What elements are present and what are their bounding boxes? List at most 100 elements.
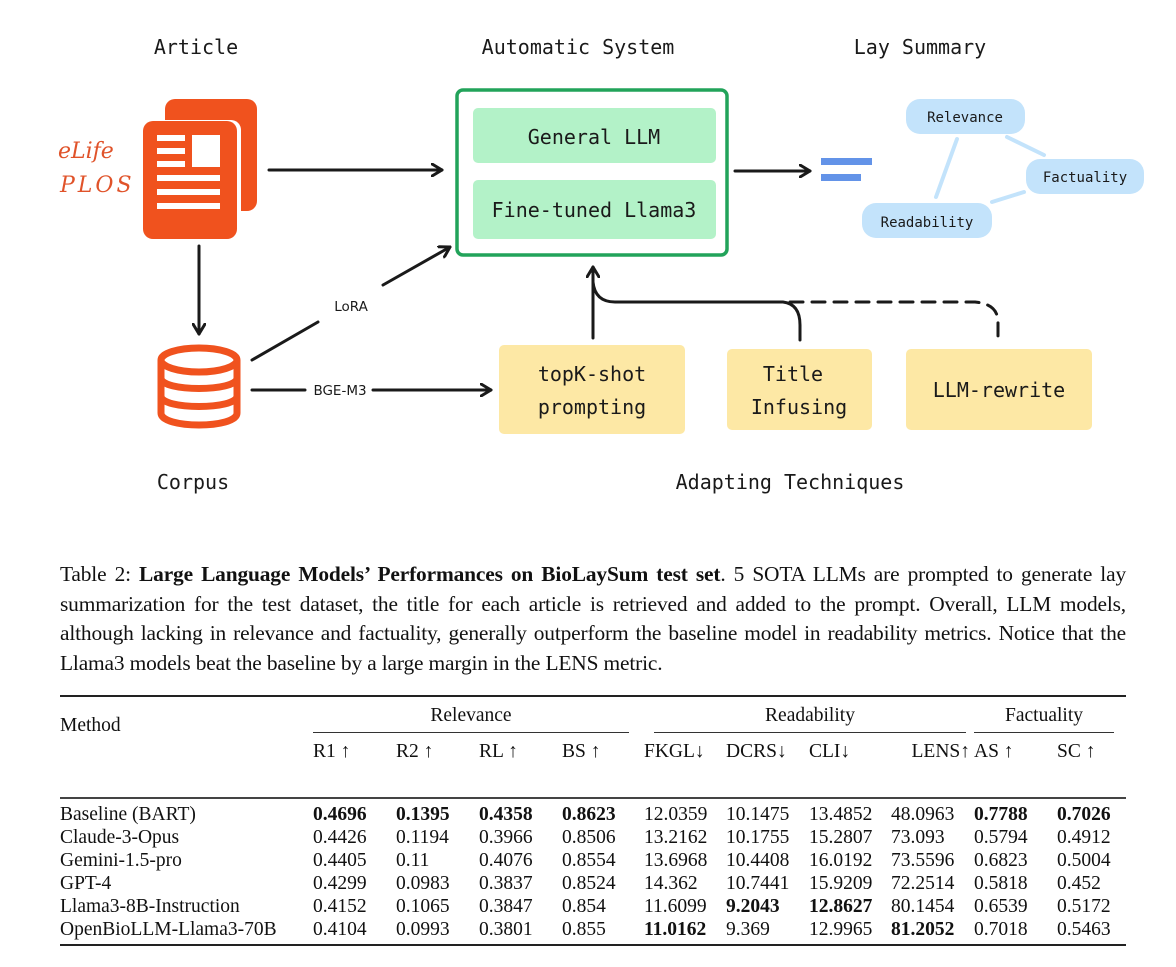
caption-label: Table 2:	[60, 562, 131, 586]
edge-label-lora: LoRA	[334, 299, 368, 315]
column-header: AS ↑	[974, 741, 1014, 762]
value-cell: 0.5172	[1057, 896, 1111, 917]
technique-topk-box	[499, 345, 685, 434]
value-cell: 0.5818	[974, 873, 1028, 894]
value-cell: 0.8554	[562, 850, 616, 871]
method-cell: OpenBioLLM-Llama3-70B	[60, 919, 277, 940]
value-cell: 0.3966	[479, 827, 533, 848]
value-cell: 0.4912	[1057, 827, 1111, 848]
value-cell: 11.0162	[644, 919, 707, 940]
value-cell: 13.6968	[644, 850, 708, 871]
value-cell: 0.4104	[313, 919, 367, 940]
aspect-relevance-label: Relevance	[927, 110, 1003, 126]
value-cell: 15.9209	[809, 873, 873, 894]
column-header: CLI↓	[809, 741, 851, 762]
section-label-automatic-system: Automatic System	[482, 35, 675, 59]
technique-topk-line2: prompting	[538, 395, 646, 419]
value-cell: 80.1454	[891, 896, 955, 917]
value-cell: 0.3837	[479, 873, 533, 894]
value-cell: 73.5596	[891, 850, 955, 871]
value-cell: 0.1065	[396, 896, 450, 917]
technique-title-infusing-line1: Title	[763, 362, 823, 386]
aspect-links	[934, 135, 1046, 204]
pipeline-diagram: Article Automatic System Lay Summary Cor…	[58, 35, 1144, 494]
group-header-readability: Readability	[654, 705, 966, 733]
source-label-plos: PLOS	[59, 173, 135, 198]
value-cell: 0.855	[562, 919, 606, 940]
arrow-lora-segment	[250, 320, 320, 362]
technique-llm-rewrite-label: LLM-rewrite	[933, 378, 1065, 402]
column-header: R1 ↑	[313, 741, 351, 762]
value-cell: 0.4405	[313, 850, 367, 871]
value-cell: 0.11	[396, 850, 430, 871]
value-cell: 12.0359	[644, 804, 708, 825]
summary-lines-icon	[821, 158, 872, 181]
method-header: Method	[60, 715, 121, 736]
general-llm-label: General LLM	[528, 125, 660, 149]
method-cell: Llama3-8B-Instruction	[60, 896, 240, 917]
section-label-corpus: Corpus	[157, 470, 229, 494]
value-cell: 10.4408	[726, 850, 790, 871]
value-cell: 12.9965	[809, 919, 873, 940]
value-cell: 0.8506	[562, 827, 616, 848]
technique-topk-line1: topK-shot	[538, 362, 646, 386]
aspect-factuality-node	[1026, 159, 1144, 194]
section-label-lay-summary: Lay Summary	[854, 35, 986, 59]
value-cell: 0.1194	[396, 827, 449, 848]
value-cell: 0.6823	[974, 850, 1028, 871]
value-cell: 81.2052	[891, 919, 955, 940]
value-cell: 0.3801	[479, 919, 533, 940]
value-cell: 0.854	[562, 896, 606, 917]
value-cell: 0.4299	[313, 873, 367, 894]
value-cell: 0.4076	[479, 850, 533, 871]
connector-llm-rewrite-dashed	[788, 300, 1000, 342]
column-header: FKGL↓	[644, 741, 705, 762]
value-cell: 73.093	[891, 827, 945, 848]
document-icon	[141, 99, 257, 242]
table-caption: Table 2: Large Language Models’ Performa…	[60, 560, 1126, 678]
general-llm-box	[473, 108, 716, 163]
value-cell: 0.7026	[1057, 804, 1111, 825]
column-header: RL ↑	[479, 741, 518, 762]
group-header-factuality: Factuality	[974, 705, 1114, 733]
value-cell: 0.4696	[313, 804, 367, 825]
column-header: R2 ↑	[396, 741, 434, 762]
value-cell: 9.2043	[726, 896, 780, 917]
connector-title-infusing	[591, 280, 802, 342]
value-cell: 0.452	[1057, 873, 1101, 894]
value-cell: 0.8623	[562, 804, 616, 825]
value-cell: 0.5004	[1057, 850, 1111, 871]
value-cell: 0.7788	[974, 804, 1028, 825]
value-cell: 13.2162	[644, 827, 708, 848]
arrow-lora-to-system	[381, 247, 452, 287]
source-label-elife: eLife	[58, 139, 114, 164]
value-cell: 9.369	[726, 919, 770, 940]
value-cell: 0.3847	[479, 896, 533, 917]
caption-body: . 5 SOTA LLMs are prompted to generate l…	[60, 562, 1126, 675]
column-header: SC ↑	[1057, 741, 1096, 762]
value-cell: 11.6099	[644, 896, 707, 917]
value-cell: 0.4426	[313, 827, 367, 848]
method-cell: GPT-4	[60, 873, 112, 894]
value-cell: 10.1755	[726, 827, 790, 848]
value-cell: 15.2807	[809, 827, 873, 848]
method-cell: Baseline (BART)	[60, 804, 196, 825]
value-cell: 13.4852	[809, 804, 873, 825]
value-cell: 0.7018	[974, 919, 1028, 940]
group-header-relevance: Relevance	[313, 705, 629, 733]
section-label-article: Article	[154, 35, 238, 59]
fine-tuned-llama3-label: Fine-tuned Llama3	[492, 198, 697, 222]
aspect-readability-label: Readability	[881, 215, 974, 231]
value-cell: 10.1475	[726, 804, 790, 825]
value-cell: 0.4358	[479, 804, 533, 825]
table-row: Gemini-1.5-pro 0.4405 0.11 0.4076 0.8554 13.6…	[60, 849, 1126, 872]
value-cell: 0.5463	[1057, 919, 1111, 940]
method-cell: Gemini-1.5-pro	[60, 850, 182, 871]
value-cell: 0.1395	[396, 804, 450, 825]
fine-tuned-llama3-box	[473, 180, 716, 239]
column-header: BS ↑	[562, 741, 601, 762]
table-row: Baseline (BART) 0.4696 0.1395 0.4358 0.8623 1…	[60, 798, 1126, 826]
results-table-body: Baseline (BART) 0.4696 0.1395 0.4358 0.8623 1…	[60, 798, 1126, 945]
column-header: DCRS↓	[726, 741, 787, 762]
